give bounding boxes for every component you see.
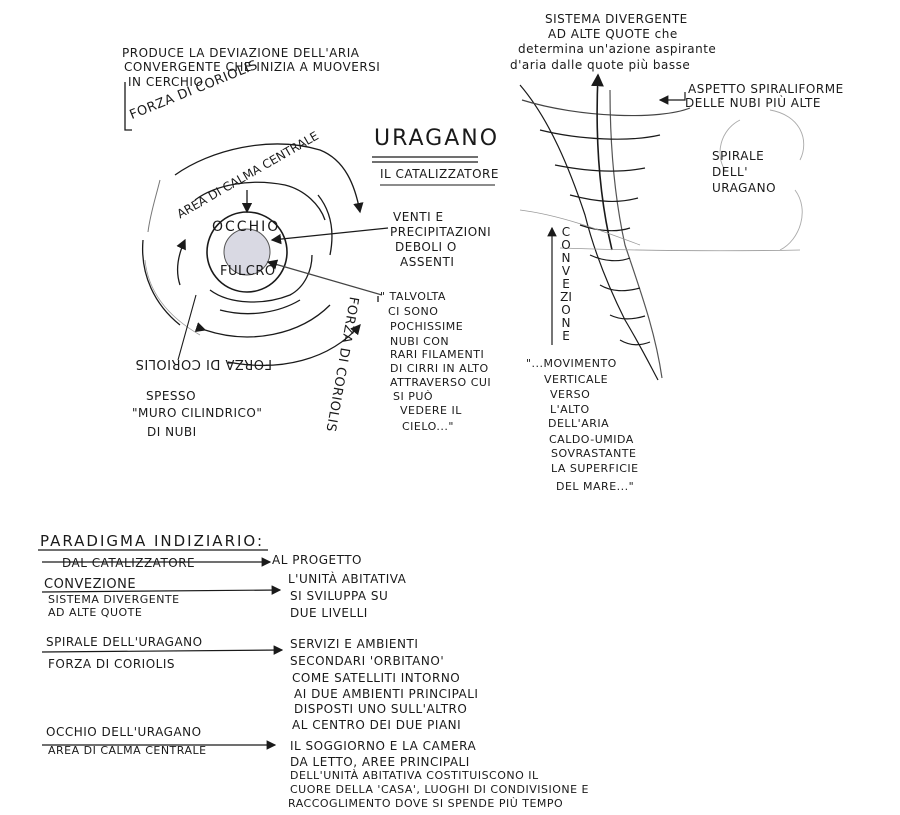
divergent-note-line-2: AD ALTE QUOTE che — [548, 27, 678, 41]
winds-line-1: VENTI E — [393, 210, 444, 224]
coriolis-label-bottom: FORZA DI CORIOLIS — [135, 356, 272, 371]
wall-note-line-3: DI NUBI — [147, 425, 197, 439]
paradigm-row4-right-4: CUORE DELLA 'CASA', LUOGHI DI CONDIVISIO… — [290, 783, 589, 796]
paradigm-row4-right-2: DA LETTO, AREE PRINCIPALI — [290, 755, 470, 769]
page-title: URAGANO — [374, 126, 500, 151]
paradigm-row2-left-1: CONVEZIONE — [44, 577, 137, 592]
vertical-movement-line-6: CALDO-UMIDA — [549, 433, 634, 446]
page-subtitle: IL CATALIZZATORE — [380, 167, 499, 181]
paradigm-row1-right-1: AL PROGETTO — [272, 553, 363, 567]
vertical-movement-line-2: VERTICALE — [544, 373, 609, 386]
clouds-note-line-2: CI SONO — [388, 305, 439, 318]
spiral-aspect-line-2: DELLE NUBI PIÙ ALTE — [685, 96, 821, 110]
clouds-note-line-3: POCHISSIME — [390, 320, 464, 333]
paradigm-row4-right-3: DELL'UNITÀ ABITATIVA COSTITUISCONO IL — [290, 769, 539, 782]
hurricane-spiral-line-3: URAGANO — [712, 181, 777, 195]
vertical-movement-line-4: L'ALTO — [550, 403, 590, 416]
clouds-note-line-4: NUBI CON — [390, 335, 450, 348]
paradigm-row2-left-3: AD ALTE QUOTE — [48, 606, 143, 619]
paradigm-row3-right-3: COME SATELLITI INTORNO — [292, 671, 461, 685]
paradigm-row3-right-2: SECONDARI 'ORBITANO' — [290, 654, 445, 668]
eye-blob — [223, 228, 271, 276]
hurricane-spiral-line-2: DELL' — [712, 165, 748, 179]
paradigm-row3-right-1: SERVIZI E AMBIENTI — [290, 637, 419, 651]
clouds-note-line-6: DI CIRRI IN ALTO — [390, 362, 489, 375]
paradigm-row3-right-5: DISPOSTI UNO SULL'ALTRO — [294, 702, 468, 716]
hurricane-spiral-line-1: SPIRALE — [712, 149, 765, 163]
eye-label: OCCHIO — [212, 219, 281, 235]
winds-line-2: PRECIPITAZIONI — [390, 225, 492, 239]
deviation-note-line-2: CONVERGENTE CHE INIZIA A MUOVERSI — [124, 60, 381, 74]
hurricane-section-diagram — [519, 73, 805, 381]
paradigm-row2-right-2: SI SVILUPPA SU — [290, 589, 389, 603]
paradigm-row3-right-6: AL CENTRO DEI DUE PIANI — [292, 718, 462, 732]
vertical-movement-line-9: DEL MARE..." — [556, 480, 635, 493]
winds-line-4: ASSENTI — [400, 255, 455, 269]
vertical-movement-line-8: LA SUPERFICIE — [551, 462, 639, 475]
paradigm-row4-left-1: OCCHIO DELL'URAGANO — [46, 725, 202, 739]
paradigm-row2-left-2: SISTEMA DIVERGENTE — [48, 593, 180, 606]
paradigm-row4-left-2: AREA DI CALMA CENTRALE — [48, 744, 207, 757]
convection-vertical-label: CONVEZIONE — [560, 225, 572, 343]
paradigm-row1-left-1: DAL CATALIZZATORE — [62, 556, 196, 570]
divergent-note-line-3: determina un'azione aspirante — [518, 42, 717, 56]
deviation-note-line-1: PRODUCE LA DEVIAZIONE DELL'ARIA — [122, 46, 360, 60]
wall-note-line-1: SPESSO — [146, 389, 197, 403]
vertical-movement-line-1: "...MOVIMENTO — [526, 357, 617, 370]
fulcrum-label: FULCRO — [220, 264, 276, 279]
hurricane-plan-diagram — [124, 82, 495, 367]
paradigm-lines — [38, 549, 284, 750]
paradigm-row3-left-2: FORZA DI CORIOLIS — [48, 657, 176, 671]
vertical-movement-line-7: SOVRASTANTE — [551, 447, 637, 460]
paradigm-heading: PARADIGMA INDIZIARIO: — [40, 532, 265, 550]
paradigm-row4-right-1: IL SOGGIORNO E LA CAMERA — [290, 739, 477, 753]
wall-note-line-2: "MURO CILINDRICO" — [132, 406, 263, 420]
paradigm-row4-right-5: RACCOGLIMENTO DOVE SI SPENDE PIÙ TEMPO — [288, 797, 564, 810]
clouds-note-line-1: " TALVOLTA — [380, 290, 446, 303]
paradigm-row2-right-3: DUE LIVELLI — [290, 606, 368, 620]
clouds-note-line-9: VEDERE IL — [400, 404, 462, 417]
clouds-note-line-10: CIELO..." — [402, 420, 454, 433]
vertical-movement-line-3: VERSO — [550, 388, 591, 401]
divergent-note-line-1: SISTEMA DIVERGENTE — [545, 12, 688, 26]
vertical-movement-line-5: DELL'ARIA — [548, 417, 610, 430]
paradigm-row3-right-4: AI DUE AMBIENTI PRINCIPALI — [294, 687, 479, 701]
paradigm-row3-left-1: SPIRALE DELL'URAGANO — [46, 635, 203, 649]
clouds-note-line-5: RARI FILAMENTI — [390, 348, 485, 361]
winds-line-3: DEBOLI O — [395, 240, 457, 254]
paradigm-row2-right-1: L'UNITÀ ABITATIVA — [288, 572, 407, 586]
divergent-note-line-4: d'aria dalle quote più basse — [510, 58, 691, 72]
deviation-note-line-3: IN CERCHIO — [128, 75, 204, 89]
clouds-note-line-8: SI PUÒ — [393, 390, 434, 403]
spiral-aspect-line-1: ASPETTO SPIRALIFORME — [688, 82, 844, 96]
clouds-note-line-7: ATTRAVERSO CUI — [390, 376, 492, 389]
